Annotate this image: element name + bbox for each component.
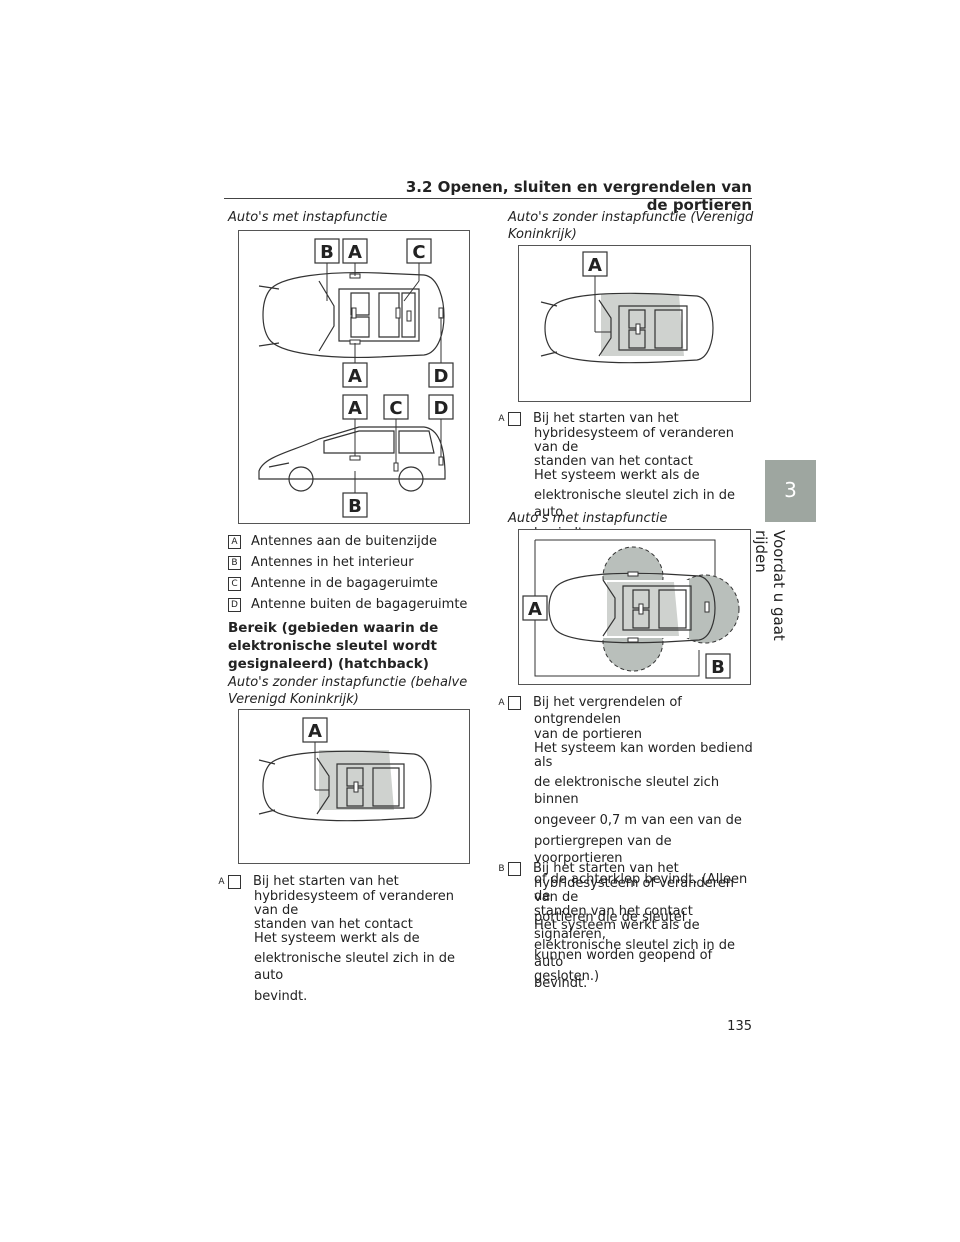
legend-item-A: A Antennes aan de buitenzijde bbox=[228, 533, 437, 550]
legend-text: Antenne buiten de bagageruimte bbox=[251, 597, 468, 612]
desc-badge: A bbox=[498, 696, 521, 710]
legend-item-D: D Antenne buiten de bagageruimte bbox=[228, 596, 467, 613]
header-divider bbox=[224, 198, 752, 199]
fig2-label-A: A bbox=[308, 721, 322, 742]
legend-item-C: C Antenne in de bagageruimte bbox=[228, 575, 438, 592]
desc-badge: A bbox=[218, 875, 241, 889]
legend-item-B: B Antennes in het interieur bbox=[228, 554, 414, 571]
figure-range-uk: A bbox=[518, 245, 751, 402]
fig1-label-D-side: D bbox=[434, 398, 449, 419]
caption-right-1: Auto's zonder instapfunctie (Verenigd Ko… bbox=[508, 210, 754, 242]
figure-range-entry: A B bbox=[518, 529, 751, 685]
section-heading: Bereik (gebieden waarin de elektronische… bbox=[228, 620, 439, 672]
legend-badge: D bbox=[228, 598, 241, 612]
fig1-label-B: B bbox=[320, 242, 334, 263]
desc-badge: A bbox=[498, 412, 521, 426]
fig4-label-B: B bbox=[711, 657, 725, 678]
fig1-label-C-side: C bbox=[389, 398, 402, 419]
fig4-label-A: A bbox=[528, 599, 542, 620]
legend-badge: C bbox=[228, 577, 241, 591]
legend-badge: A bbox=[228, 535, 241, 549]
fig1-label-C-top: C bbox=[412, 242, 425, 263]
fig1-label-D-mid: D bbox=[434, 366, 449, 387]
legend-text: Antennes aan de buitenzijde bbox=[251, 534, 438, 549]
desc-badge: B bbox=[498, 862, 521, 876]
figure-antenna-locations: B A C A D A C D B bbox=[238, 230, 470, 524]
page-header-title: 3.2 Openen, sluiten en vergrendelen van … bbox=[405, 178, 752, 214]
caption-left-1: Auto's met instapfunctie bbox=[228, 210, 388, 225]
chapter-label: Voordat u gaat rijden bbox=[752, 530, 788, 641]
caption-left-2: Auto's zonder instapfunctie (behalve Ver… bbox=[228, 675, 468, 707]
legend-text: Antenne in de bagageruimte bbox=[251, 576, 438, 591]
chapter-number: 3 bbox=[784, 478, 797, 502]
chapter-tab bbox=[765, 460, 816, 522]
fig1-label-A-side: A bbox=[348, 398, 362, 419]
legend-badge: B bbox=[228, 556, 241, 570]
fig1-label-A-top: A bbox=[348, 242, 362, 263]
page-number: 135 bbox=[727, 1019, 752, 1034]
fig1-label-A-mid: A bbox=[348, 366, 362, 387]
figure-range-no-entry: A bbox=[238, 709, 470, 864]
caption-right-2: Auto's met instapfunctie bbox=[508, 511, 668, 526]
fig1-label-B-bottom: B bbox=[348, 496, 362, 517]
fig3-label-A: A bbox=[588, 255, 602, 276]
legend-text: Antennes in het interieur bbox=[251, 555, 414, 570]
